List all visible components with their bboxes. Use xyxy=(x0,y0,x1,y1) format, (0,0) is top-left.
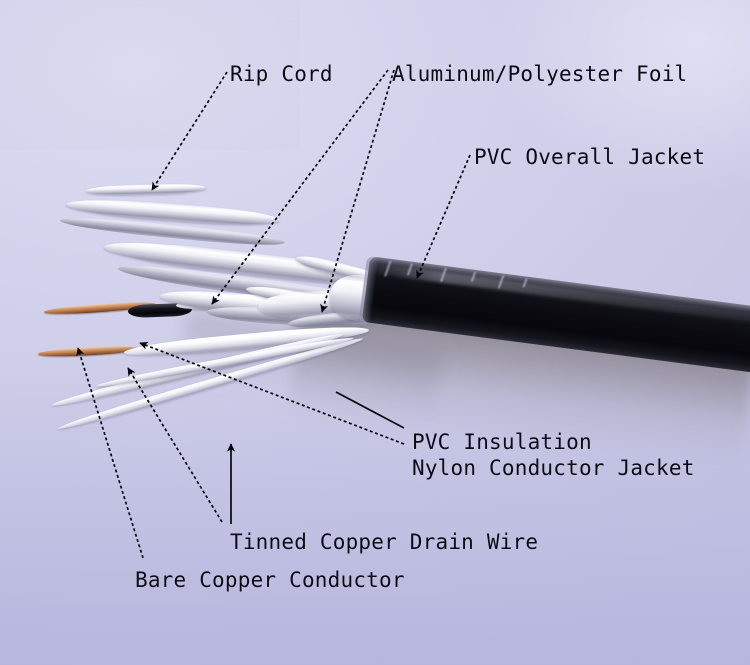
label-foil: Aluminum/Polyester Foil xyxy=(392,62,688,86)
background-highlight xyxy=(390,0,750,240)
label-rip-cord: Rip Cord xyxy=(230,62,333,86)
label-pvc-insulation: PVC Insulation xyxy=(412,430,592,454)
label-nylon-jacket: Nylon Conductor Jacket xyxy=(412,456,695,480)
label-pvc-jacket: PVC Overall Jacket xyxy=(474,145,706,169)
label-drain-wire: Tinned Copper Drain Wire xyxy=(230,530,539,554)
label-bare-conductor: Bare Copper Conductor xyxy=(135,568,405,592)
